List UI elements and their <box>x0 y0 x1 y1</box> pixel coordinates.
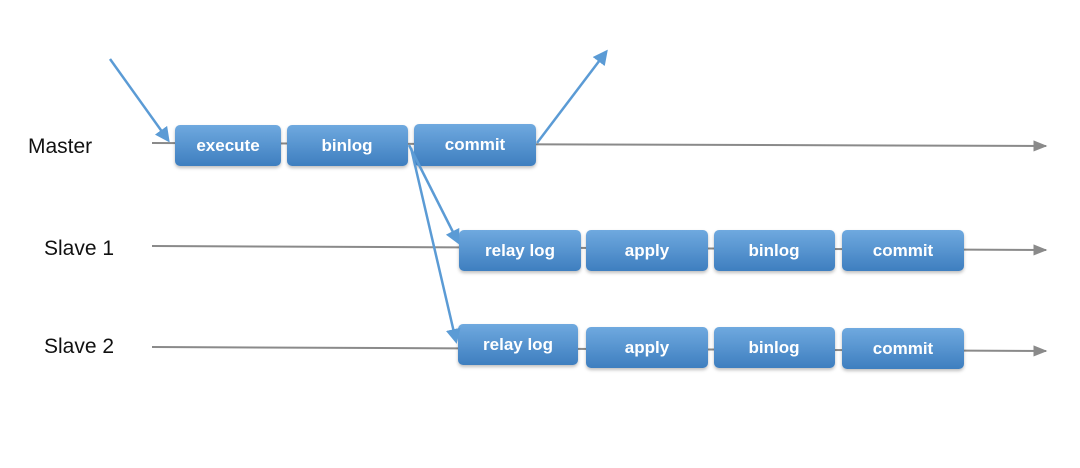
slave1-step-binlog: binlog <box>714 230 835 271</box>
master-timeline <box>151 140 1048 152</box>
slave2-step-apply: apply <box>586 327 708 368</box>
step-label: apply <box>625 241 670 260</box>
slave2-step-relay-log: relay log <box>458 324 578 365</box>
binlog-to-slave2-arrow <box>409 147 461 344</box>
step-label: commit <box>873 241 934 260</box>
slave1-label: Slave 1 <box>44 237 114 260</box>
slave1-step-relay-log: relay log <box>459 230 581 271</box>
binlog-to-slave1-arrow <box>407 144 460 245</box>
step-label: execute <box>196 136 259 155</box>
response-arrow <box>536 49 608 144</box>
slave2-label: Slave 2 <box>44 335 114 358</box>
master-step-execute: execute <box>175 125 281 166</box>
slave1-step-commit: commit <box>842 230 964 271</box>
master-step-binlog: binlog <box>287 125 408 166</box>
step-label: commit <box>873 339 934 358</box>
slave2-step-binlog: binlog <box>714 327 835 368</box>
slave1-step-apply: apply <box>586 230 708 271</box>
master-label: Master <box>28 135 92 158</box>
step-label: binlog <box>749 338 800 357</box>
step-label: apply <box>625 338 670 357</box>
slave2-step-commit: commit <box>842 328 964 369</box>
incoming-request-arrow <box>108 58 170 143</box>
step-label: relay log <box>485 241 555 260</box>
step-label: binlog <box>749 241 800 260</box>
master-step-commit: commit <box>414 124 536 166</box>
step-label: relay log <box>483 335 553 354</box>
step-label: binlog <box>322 136 373 155</box>
step-label: commit <box>445 135 506 154</box>
